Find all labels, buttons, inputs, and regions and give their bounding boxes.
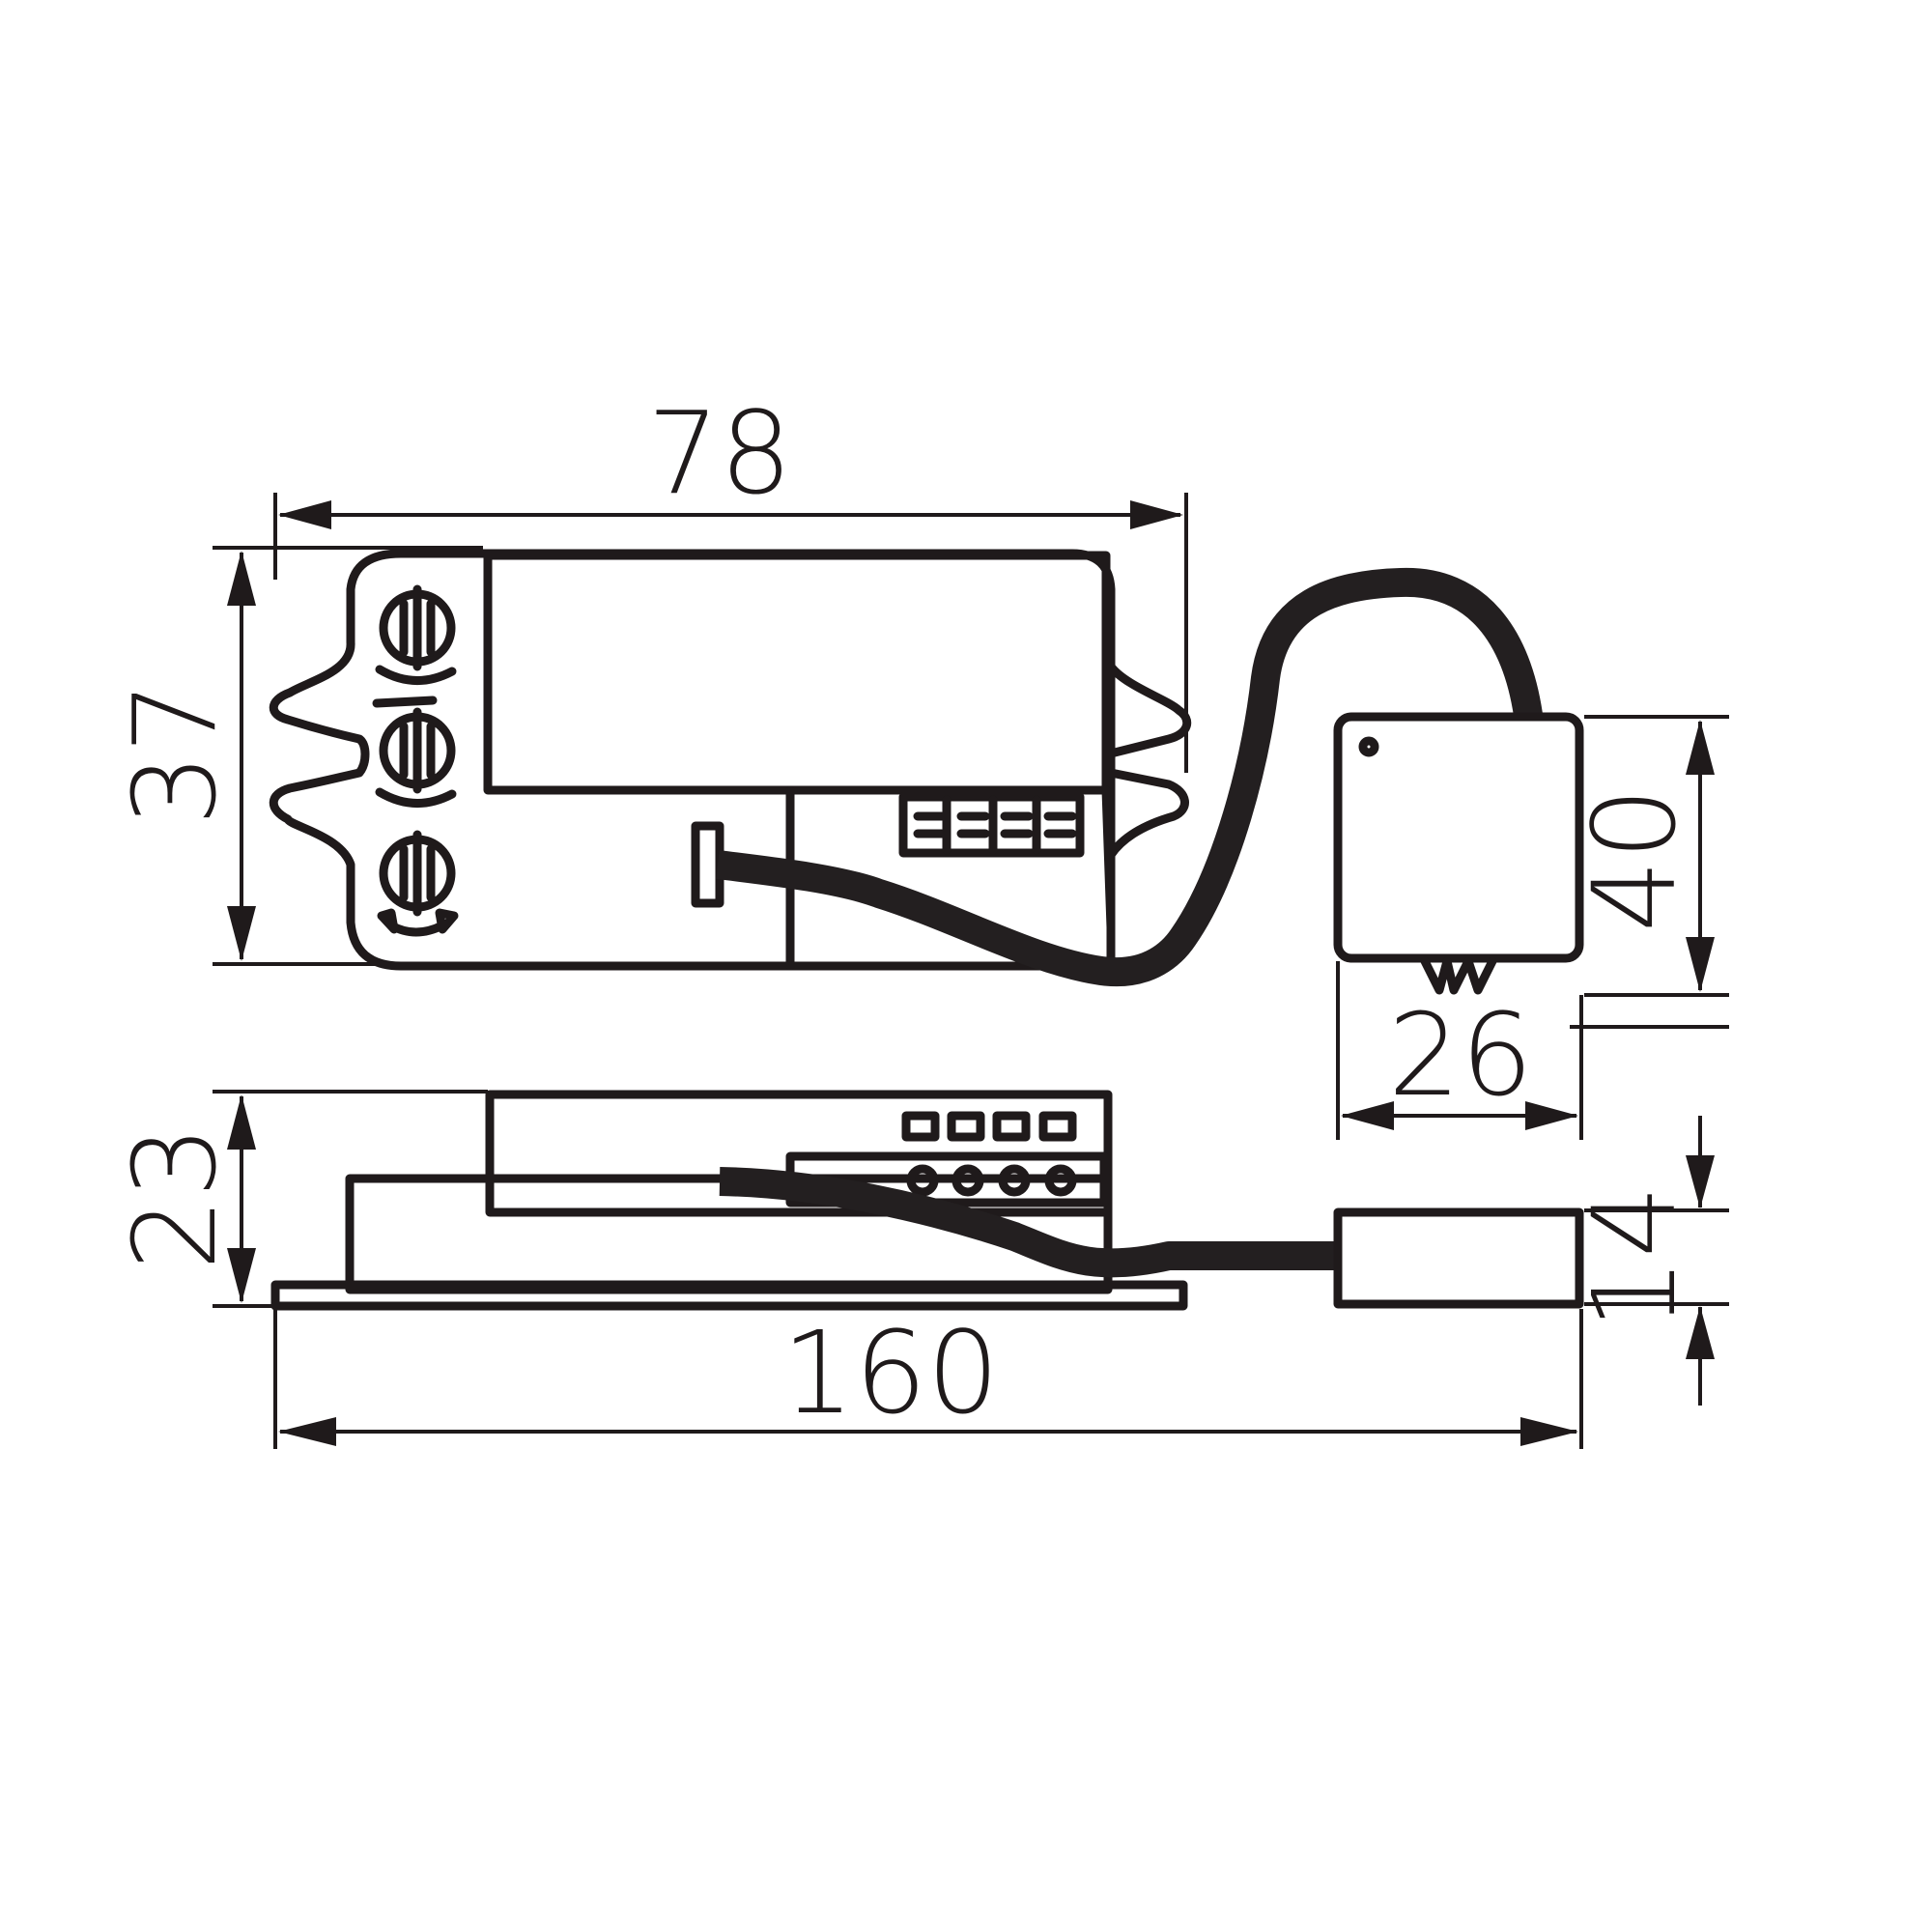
sensor-top-view: [1333, 712, 1584, 995]
dimension-label-sensor-width: 26: [1388, 988, 1533, 1122]
driver-side-cover: [485, 1090, 1113, 1217]
dimension-total-length: [273, 1309, 1583, 1449]
sensor-led-icon: [1358, 736, 1379, 757]
sensor-feet: [1420, 956, 1497, 995]
dimension-sensor-height: [1584, 715, 1729, 997]
dimension-sensor-thickness: [1584, 1116, 1729, 1406]
dimension-top-width: [273, 493, 1188, 773]
driver-side-view: [270, 1090, 1188, 1311]
screw-hole-icon: [372, 696, 457, 808]
screw-hole-icon: [375, 584, 457, 685]
driver-housing-outline: [269, 549, 1116, 971]
driver-side-base: [270, 1280, 1188, 1311]
right-clamp: [1106, 662, 1192, 860]
driver-cover: [483, 551, 1111, 795]
dimension-label-sensor-height: 40: [1568, 787, 1701, 932]
sensor-side-body: [1333, 1208, 1584, 1309]
dimension-label-side-height: 23: [108, 1125, 241, 1270]
strain-relief-clip: [691, 821, 724, 908]
dimension-label-total-length: 160: [781, 1306, 999, 1439]
screw-hole-icon: [377, 830, 459, 937]
cable-top: [716, 567, 1543, 987]
dimension-side-height: [213, 1090, 488, 1308]
cable-side: [719, 1167, 1338, 1278]
sensor-body: [1333, 712, 1584, 963]
dimension-label-top-width: 78: [647, 386, 792, 520]
driver-top-view: [269, 549, 1192, 971]
dimension-top-height: [213, 546, 483, 966]
dimension-sensor-width: [1336, 961, 1729, 1140]
terminal-side-pins: [901, 1111, 1077, 1197]
terminal-slots: [913, 795, 1077, 855]
dimension-label-top-height: 37: [108, 681, 241, 826]
dimension-label-sensor-thickness: 14: [1568, 1185, 1701, 1330]
